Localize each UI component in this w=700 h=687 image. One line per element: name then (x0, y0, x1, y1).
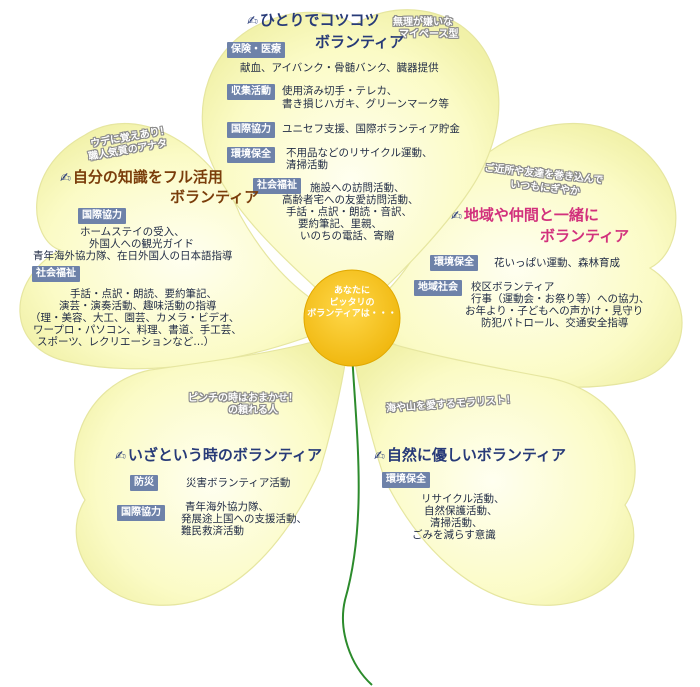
right-tag-1: 環境保全 (430, 255, 478, 271)
left-item-1-line-2: 外国人への観光ガイド (89, 238, 194, 250)
top-item-5-line-4: 要約筆記、里親、 (298, 218, 382, 230)
top-item-3-line-1: ユニセフ支援、国際ボランティア貯金 (282, 123, 460, 135)
center-line-2: ピッタリの (329, 297, 375, 308)
right-item-1-line-1: 花いっぱい運動、森林育成 (494, 257, 620, 269)
bottom-left-subtitle-2: の頼れる人 (228, 405, 278, 416)
bottom-right-item-1-line-1: リサイクル活動、 (421, 493, 505, 505)
pen-icon: ✍ (374, 449, 385, 464)
top-title-1: ✍ひとりでコツコツ (247, 11, 379, 31)
top-item-1-line-1: 献血、アイバンク・骨髄バンク、臓器提供 (240, 62, 439, 74)
left-item-2-line-2: 演芸・演奏活動、趣味活動の指導 (59, 300, 217, 312)
bottom-left-title-text: いざという時のボランティア (127, 446, 323, 464)
top-title-2: ボランティア (315, 33, 405, 51)
left-item-2-line-3: （理・美容、大工、園芸、カメラ・ビデオ、 (30, 312, 240, 324)
bottom-left-tag-2: 国際協力 (117, 505, 165, 521)
top-item-2-line-1: 使用済み切手・テレカ、 (282, 85, 398, 97)
bottom-left-subtitle-1: ピンチの時はおまかせ！ (188, 393, 298, 404)
center-circle (303, 269, 401, 367)
right-title-1: ✍地域や仲間と一緒に (451, 206, 599, 226)
top-tag-2: 収集活動 (227, 84, 275, 100)
right-item-2-line-4: 防犯パトロール、交通安全指導 (481, 317, 629, 329)
left-tag-1: 国際協力 (78, 208, 126, 224)
petal-top (201, 9, 500, 321)
top-item-5-line-3: 手話・点訳・朗読・音訳、 (286, 206, 412, 218)
right-item-2-line-2: 行事（運動会・お祭り等）への協力、 (471, 293, 650, 305)
right-title-2: ボランティア (540, 227, 630, 245)
bottom-right-title-text: 自然に優しいボランティア (386, 446, 567, 464)
top-tag-1: 保険・医療 (227, 42, 285, 58)
bottom-right-item-1-line-2: 自然保護活動、 (424, 505, 498, 517)
top-item-4-line-1: 不用品などのリサイクル運動、 (286, 147, 433, 159)
bottom-left-title: ✍いざという時のボランティア (115, 446, 322, 466)
right-item-2-line-1: 校区ボランティア (471, 281, 555, 293)
bottom-left-item-2-line-2: 発展途上国への支援活動、 (181, 513, 307, 525)
top-subtitle-1: 無理が嫌いな (393, 17, 453, 28)
top-tag-3: 国際協力 (227, 122, 275, 138)
top-item-5-line-5: いのちの電話、寄贈 (300, 230, 395, 242)
top-tag-5: 社会福祉 (253, 178, 301, 194)
left-title-1-text: 自分の知識をフル活用 (72, 168, 223, 186)
top-item-5-line-1: 施設への訪問活動、 (310, 182, 405, 194)
bottom-right-title: ✍自然に優しいボランティア (374, 446, 566, 466)
left-item-2-line-1: 手話・点訳・朗読、要約筆記、 (70, 288, 217, 300)
bottom-left-item-1-line-1: 災害ボランティア活動 (186, 477, 291, 489)
pen-icon: ✍ (451, 209, 462, 224)
right-title-1-text: 地域や仲間と一緒に (463, 206, 599, 224)
top-title-1-text: ひとりでコツコツ (259, 11, 380, 29)
left-item-2-line-5: スポーツ、レクリエーションなど…） (37, 336, 215, 348)
left-item-1-line-3: 青年海外協力隊、在日外国人の日本語指導 (33, 250, 233, 262)
top-tag-4: 環境保全 (227, 147, 275, 163)
top-item-2-line-2: 書き損じハガキ、グリーンマーク等 (282, 98, 450, 110)
left-item-1-line-1: ホームステイの受入、 (80, 226, 185, 238)
bottom-right-tag-1: 環境保全 (382, 472, 430, 488)
pen-icon: ✍ (60, 171, 71, 186)
bottom-left-tag-1: 防災 (130, 475, 158, 491)
bottom-left-item-2-line-1: 青年海外協力隊、 (185, 501, 269, 513)
top-subtitle-2: マイペース型 (399, 29, 459, 40)
petal-left (19, 123, 352, 370)
pen-icon: ✍ (115, 449, 126, 464)
left-tag-2: 社会福祉 (32, 266, 80, 282)
center-line-1: あなたに (333, 286, 370, 296)
petal-bottom-left (74, 329, 351, 606)
left-title-1: ✍自分の知識をフル活用 (60, 168, 223, 188)
center-line-3: ボランティアは・・・ (307, 309, 397, 319)
top-item-5-line-2: 高齢者宅への友愛訪問活動、 (282, 194, 419, 206)
left-item-2-line-4: ワープロ・パソコン、料理、書道、手工芸、 (33, 324, 242, 336)
top-item-4-line-2: 清掃活動 (286, 159, 328, 171)
bottom-right-item-1-line-3: 清掃活動、 (430, 517, 483, 529)
left-title-2: ボランティア (170, 188, 260, 206)
right-item-2-line-3: お年より・子どもへの声かけ・見守り (465, 305, 644, 317)
center-label: あなたに ピッタリの ボランティアは・・・ (304, 286, 400, 356)
pen-icon: ✍ (247, 14, 258, 29)
right-tag-2: 地域社会 (414, 280, 462, 296)
bottom-left-item-2-line-3: 難民救済活動 (181, 525, 244, 537)
bottom-right-item-1-line-4: ごみを減らす意識 (412, 529, 496, 541)
clover-stem (342, 351, 373, 686)
